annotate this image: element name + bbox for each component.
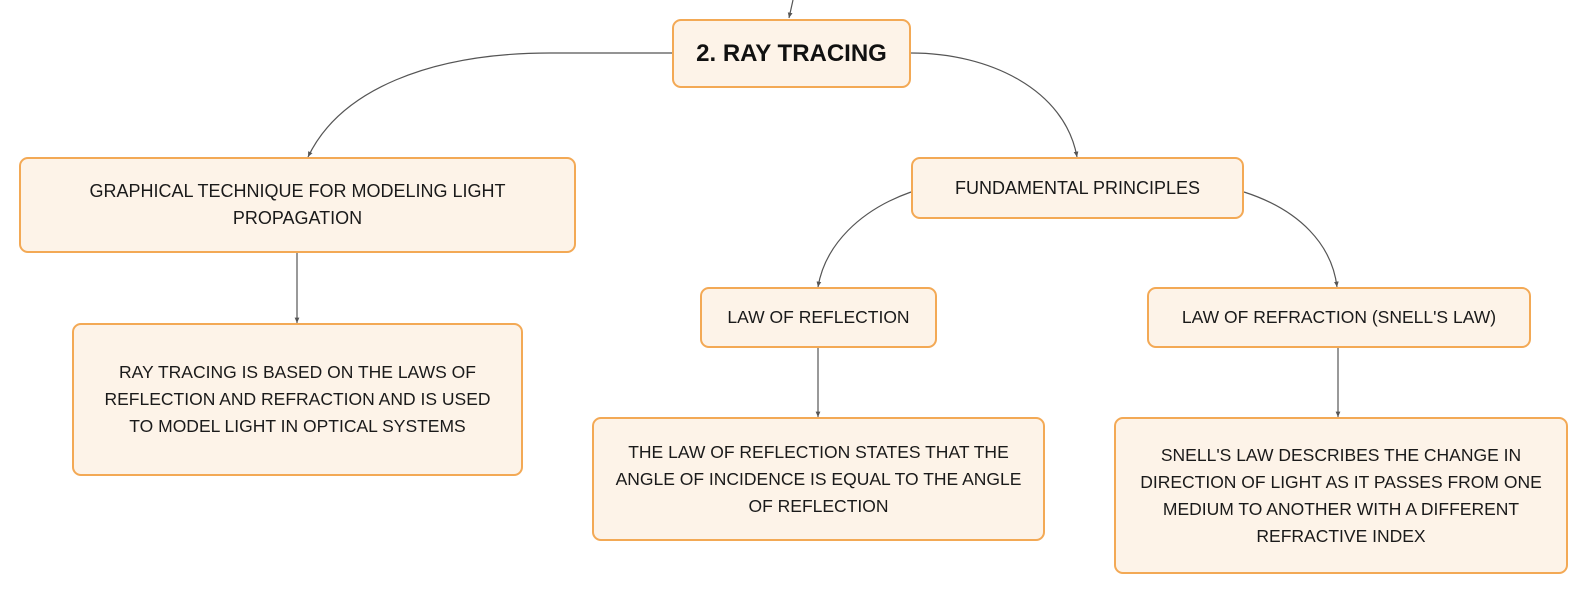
node-law-of-reflection-label: LAW OF REFLECTION xyxy=(727,307,910,327)
node-law-of-refraction[interactable]: LAW OF REFRACTION (SNELL'S LAW) xyxy=(1147,287,1531,348)
node-law-of-refraction-detail[interactable]: SNELL'S LAW DESCRIBES THE CHANGE IN DIRE… xyxy=(1114,417,1568,574)
connector-parent-to-root xyxy=(787,0,794,19)
node-graphical-technique[interactable]: GRAPHICAL TECHNIQUE FOR MODELING LIGHT P… xyxy=(19,157,576,253)
node-law-of-reflection-detail-label: THE LAW OF REFLECTION STATES THAT THE AN… xyxy=(615,441,1022,516)
node-graphical-technique-label: GRAPHICAL TECHNIQUE FOR MODELING LIGHT P… xyxy=(89,181,506,228)
connector-root-to-graphical-technique xyxy=(307,52,672,158)
node-law-of-reflection-detail[interactable]: THE LAW OF REFLECTION STATES THAT THE AN… xyxy=(592,417,1045,541)
node-ray-tracing-basis[interactable]: RAY TRACING IS BASED ON THE LAWS OF REFL… xyxy=(72,323,523,476)
node-ray-tracing-basis-label: RAY TRACING IS BASED ON THE LAWS OF REFL… xyxy=(104,362,491,436)
node-law-of-reflection[interactable]: LAW OF REFLECTION xyxy=(700,287,937,348)
connector-principles-to-reflection xyxy=(816,191,912,288)
node-ray-tracing[interactable]: 2. RAY TRACING xyxy=(672,19,911,88)
node-law-of-refraction-detail-label: SNELL'S LAW DESCRIBES THE CHANGE IN DIRE… xyxy=(1140,444,1542,546)
node-fundamental-principles-label: FUNDAMENTAL PRINCIPLES xyxy=(954,177,1201,198)
connector-principles-to-refraction xyxy=(1243,191,1339,288)
node-law-of-refraction-label: LAW OF REFRACTION (SNELL'S LAW) xyxy=(1181,307,1497,327)
connector-root-to-fundamental-principles xyxy=(910,52,1079,158)
node-ray-tracing-label: 2. RAY TRACING xyxy=(696,40,887,67)
node-fundamental-principles[interactable]: FUNDAMENTAL PRINCIPLES xyxy=(911,157,1244,219)
